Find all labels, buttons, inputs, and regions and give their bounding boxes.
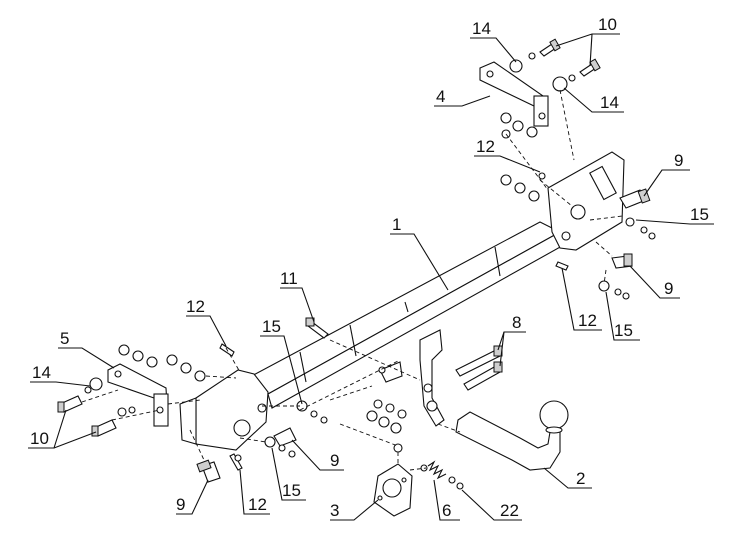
bolts — [57, 38, 651, 483]
callout-3: 3 — [330, 501, 339, 520]
callout-10-left: 10 — [30, 429, 49, 448]
callout-12-right-lower: 12 — [578, 311, 597, 330]
bracket-5 — [107, 363, 169, 427]
callout-1: 1 — [392, 215, 401, 234]
callout-14-top: 14 — [472, 19, 491, 38]
center-hitch-bracket — [379, 329, 445, 427]
bracket-4 — [479, 61, 549, 127]
callout-2: 2 — [576, 469, 585, 488]
assembly-lines — [81, 89, 623, 471]
callout-11: 11 — [280, 269, 298, 288]
callout-4: 4 — [436, 87, 445, 106]
callout-6: 6 — [442, 501, 451, 520]
callout-12-right: 12 — [476, 137, 495, 156]
callout-10-top: 10 — [598, 15, 617, 34]
socket-plate — [373, 463, 413, 517]
left-mounting-plate — [179, 369, 269, 451]
callout-5: 5 — [60, 329, 69, 348]
callout-14-left: 14 — [32, 363, 51, 382]
callout-15-right-lower: 15 — [614, 321, 633, 340]
nuts-and-washers — [84, 52, 656, 462]
callout-14-mid: 14 — [600, 93, 619, 112]
callout-15-right: 15 — [690, 205, 709, 224]
spring — [420, 460, 464, 490]
callout-9-bottom: 9 — [176, 495, 185, 514]
callout-22: 22 — [500, 501, 519, 520]
tow-ball-neck — [455, 400, 569, 471]
callout-12-left: 12 — [186, 297, 205, 316]
callout-15-bottom: 15 — [282, 481, 301, 500]
callout-9-mid: 9 — [330, 451, 339, 470]
leader-lines — [28, 33, 714, 521]
callout-labels: 14 10 4 14 12 9 1 15 9 11 12 12 15 8 5 1… — [30, 15, 709, 520]
callout-8: 8 — [512, 313, 521, 332]
right-mounting-plate — [547, 151, 625, 251]
callout-15-mid: 15 — [262, 317, 281, 336]
callout-12-bottom: 12 — [248, 495, 267, 514]
crossbar-beam — [247, 221, 563, 409]
callout-9-right: 9 — [674, 151, 683, 170]
callout-9-right-lower: 9 — [664, 279, 673, 298]
